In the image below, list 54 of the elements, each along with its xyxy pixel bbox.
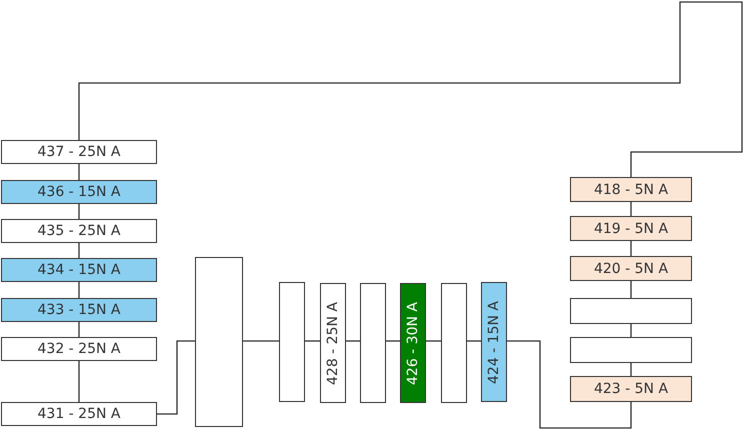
label-box	[1, 180, 157, 204]
connector-line	[630, 241, 632, 256]
empty-box	[195, 257, 243, 427]
box-label: 426 - 30N A	[405, 302, 421, 384]
box-label: 434 - 15N A	[38, 262, 120, 278]
connector-line	[426, 340, 441, 342]
label-box	[570, 256, 692, 281]
label-box	[1, 337, 157, 361]
empty-box	[570, 298, 692, 324]
label-box	[570, 376, 692, 402]
label-box	[1, 140, 157, 164]
box-label: 435 - 25N A	[38, 223, 120, 239]
empty-box	[570, 337, 692, 363]
connector-line	[630, 324, 632, 337]
connector-line	[78, 164, 80, 180]
connector-line	[630, 281, 632, 298]
box-label: 423 - 5N A	[594, 381, 668, 397]
box-label: 433 - 15N A	[38, 302, 120, 318]
connector-line	[630, 202, 632, 216]
box-label: 420 - 5N A	[594, 260, 668, 276]
connector-line	[78, 1, 743, 177]
box-label: 424 - 15N A	[486, 300, 502, 384]
connector-line	[78, 204, 80, 219]
label-box	[570, 177, 692, 202]
connector-line	[78, 243, 80, 258]
label-box	[1, 298, 157, 322]
box-label: 436 - 15N A	[38, 184, 120, 200]
label-box	[570, 216, 692, 241]
box-label: 437 - 25N A	[38, 144, 120, 160]
label-box	[1, 219, 157, 243]
box-label: 418 - 5N A	[594, 182, 668, 198]
empty-box	[441, 283, 467, 403]
box-label: 428 - 25N A	[325, 302, 341, 384]
connector-line	[157, 340, 195, 415]
connector-line	[386, 340, 400, 342]
connector-line	[467, 340, 481, 342]
empty-box	[279, 282, 305, 402]
label-box	[1, 402, 157, 426]
connector-line	[507, 340, 632, 429]
empty-box	[360, 283, 386, 403]
label-box	[320, 283, 346, 403]
connector-line	[243, 340, 279, 342]
box-label: 431 - 25N A	[38, 406, 120, 422]
connector-line	[78, 361, 80, 402]
connector-line	[78, 282, 80, 298]
connector-line	[78, 322, 80, 337]
connector-line	[630, 363, 632, 376]
connector-line	[346, 340, 360, 342]
label-box	[1, 258, 157, 282]
label-box	[481, 282, 507, 402]
box-label: 419 - 5N A	[594, 220, 668, 236]
label-box	[400, 283, 426, 403]
box-label: 432 - 25N A	[38, 341, 120, 357]
connector-line	[305, 340, 320, 342]
